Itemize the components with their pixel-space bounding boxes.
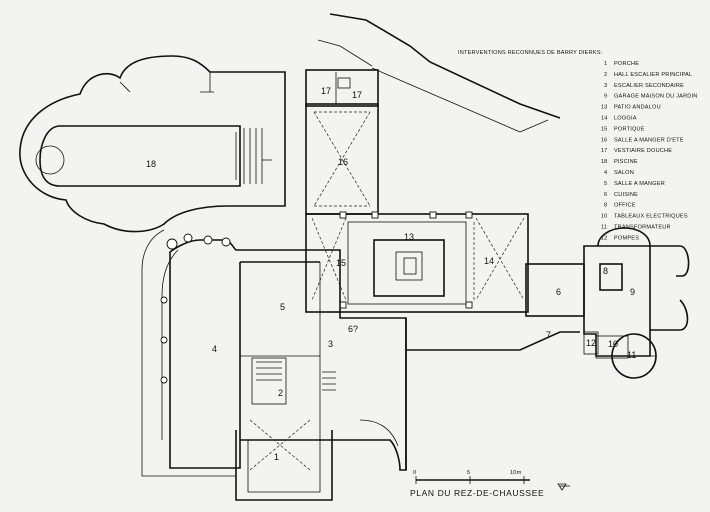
legend-number: 12	[601, 235, 607, 241]
legend-label: PISCINE	[614, 159, 638, 165]
legend-label: TABLEAUX ELECTRIQUES	[614, 214, 688, 220]
room-label: 14	[484, 256, 494, 266]
legend-label: SALLE A MANGER D'ETE	[614, 137, 684, 143]
legend-number: 15	[601, 126, 607, 132]
room-label: 3	[328, 339, 333, 349]
room-label: 6	[556, 287, 561, 297]
legend-number: 4	[604, 170, 607, 176]
legend-label: PORCHE	[614, 61, 639, 67]
room-label: 2	[278, 388, 283, 398]
legend-label: GARAGE MAISON DU JARDIN	[614, 94, 698, 100]
room-labels: 18 17 17 16 13 14 15 5 4 6? 3 2 1 6 7 8 …	[146, 86, 636, 462]
room-label: 7	[546, 330, 551, 340]
legend-number: 17	[601, 148, 607, 154]
legend-number: 1	[604, 61, 607, 67]
room-label: 4	[212, 344, 217, 354]
room-label: 18	[146, 159, 156, 169]
legend-number: 13	[601, 105, 607, 111]
room-label: 15	[336, 258, 346, 268]
scale-zero: 0	[413, 470, 416, 476]
room-label: 9	[630, 287, 635, 297]
boundary-lines	[317, 13, 561, 133]
main-house	[169, 239, 407, 501]
legend-number: 3	[604, 83, 607, 89]
legend-label: VESTIAIRE DOUCHE	[614, 148, 672, 154]
scale-bar: 0 5 10m	[413, 470, 570, 491]
room-label: 10	[608, 339, 618, 349]
room-label: 8	[603, 266, 608, 276]
legend: INTERVENTIONS RECONNUES DE BARRY DIERKS:…	[458, 50, 698, 241]
scale-ten: 10m	[510, 470, 522, 476]
legend-heading: INTERVENTIONS RECONNUES DE BARRY DIERKS:	[458, 50, 603, 56]
room-label: 6?	[348, 324, 358, 334]
scale-five: 5	[467, 470, 470, 476]
legend-label: OFFICE	[614, 203, 636, 209]
legend-number: 5	[604, 181, 607, 187]
legend-label: TRANSFORMATEUR	[614, 225, 671, 231]
legend-label: PATIO ANDALOU	[614, 105, 661, 111]
legend-label: CUISINE	[614, 192, 638, 198]
room-label: 1	[274, 452, 279, 462]
room-label: 11	[627, 350, 636, 360]
legend-number: 10	[601, 214, 607, 220]
room-label: 5	[280, 302, 285, 312]
room-label: 12	[586, 338, 596, 348]
legend-number: 6	[604, 192, 607, 198]
room-label: 13	[404, 232, 414, 242]
legend-label: POMPES	[614, 235, 639, 241]
north-wing	[305, 69, 379, 215]
room-label: 17	[352, 90, 362, 100]
pool-area	[19, 55, 286, 233]
legend-label: LOGGIA	[614, 116, 637, 122]
legend-number: 9	[604, 94, 607, 100]
legend-label: HALL ESCALIER PRINCIPAL	[614, 72, 692, 78]
west-terrace	[141, 229, 236, 477]
legend-label: SALON	[614, 170, 634, 176]
patio-block	[305, 211, 529, 313]
service-wing	[405, 227, 690, 470]
legend-number: 14	[601, 116, 607, 122]
plan-title: PLAN DU REZ-DE-CHAUSSEE	[410, 488, 544, 498]
legend-label: SALLE A MANGER	[614, 181, 665, 187]
room-label: 16	[338, 157, 348, 167]
legend-number: 16	[601, 137, 607, 143]
legend-number: 11	[601, 225, 607, 231]
legend-label: PORTIQUE	[614, 126, 645, 132]
legend-number: 2	[604, 72, 607, 78]
legend-number: 8	[604, 203, 607, 209]
legend-label: ESCALIER SECONDAIRE	[614, 83, 684, 89]
legend-number: 18	[601, 159, 607, 165]
room-label: 17	[321, 86, 331, 96]
